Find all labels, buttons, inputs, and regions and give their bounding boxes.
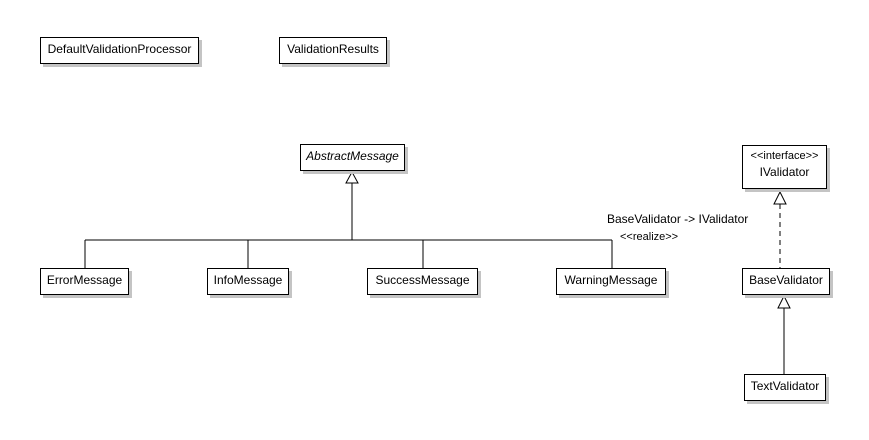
class-default-validation-processor[interactable]: DefaultValidationProcessor <box>40 37 199 64</box>
class-name: BaseValidator <box>749 273 823 287</box>
interface-stereotype: <<interface>> <box>750 150 819 162</box>
class-text-validator[interactable]: TextValidator <box>744 374 826 401</box>
class-name: WarningMessage <box>564 273 658 287</box>
text-validator-arrowhead <box>777 294 791 309</box>
class-abstract-message[interactable]: AbstractMessage <box>300 144 405 171</box>
class-name: TextValidator <box>750 379 820 393</box>
class-error-message[interactable]: ErrorMessage <box>40 268 129 295</box>
class-name: InfoMessage <box>213 273 283 287</box>
class-base-validator[interactable]: BaseValidator <box>742 268 830 295</box>
class-info-message[interactable]: InfoMessage <box>207 268 289 295</box>
class-name: IValidator <box>759 165 810 179</box>
realization-label: BaseValidator -> IValidator <box>607 212 749 226</box>
class-name: ErrorMessage <box>46 273 123 287</box>
realization-stereotype: <<realize>> <box>620 231 679 243</box>
class-success-message[interactable]: SuccessMessage <box>367 268 478 295</box>
interface-ivalidator[interactable]: <<interface>> IValidator <box>742 145 827 189</box>
class-name: SuccessMessage <box>375 273 470 287</box>
generalization-arrowhead <box>345 170 359 184</box>
class-validation-results[interactable]: ValidationResults <box>279 37 387 64</box>
class-warning-message[interactable]: WarningMessage <box>556 268 666 295</box>
realization-arrowhead <box>773 190 787 205</box>
class-name: ValidationResults <box>287 42 379 56</box>
class-name: AbstractMessage <box>306 149 399 163</box>
class-name: DefaultValidationProcessor <box>47 42 192 56</box>
